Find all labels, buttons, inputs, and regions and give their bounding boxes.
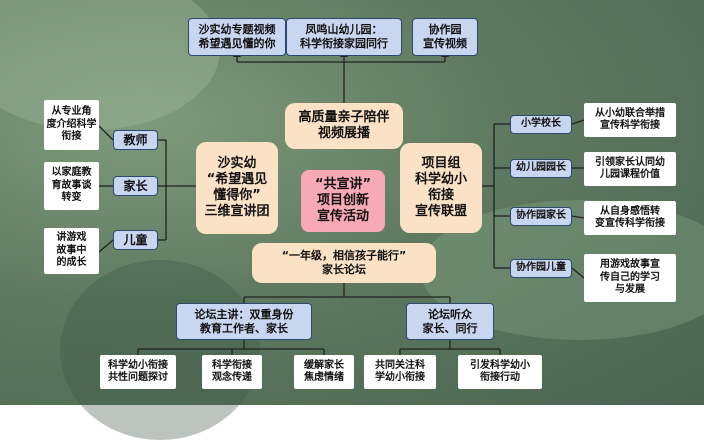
forum-audience-box: 论坛听众 家长、同行 <box>406 303 494 340</box>
note-teacher: 从专业角 度介绍科学 衔接 <box>44 100 99 150</box>
note-primary-principal: 从小幼联合举措 宣传科学衔接 <box>584 103 676 137</box>
outcome-common-issues: 科学幼小衔接 共性问题探讨 <box>100 355 176 389</box>
role-parent: 家长 <box>113 176 158 196</box>
note-kindergarten-director: 引领家长认同幼 儿园课程价值 <box>584 152 676 186</box>
role-child: 儿童 <box>113 230 158 250</box>
role-primary-principal: 小学校长 <box>510 115 572 134</box>
outcome-shared-attention: 共同关注科 学幼小衔接 <box>364 355 436 389</box>
role-partner-parent: 协作园家长 <box>510 207 572 226</box>
note-child: 讲游戏 故事中 的成长 <box>44 228 99 274</box>
video-box-shashiyou: 沙实幼专题视频 希望遇见懂的你 <box>188 18 286 56</box>
center-topic-box: “共宣讲” 项目创新 宣传活动 <box>301 170 385 232</box>
forum-box: “一年级，相信孩子能行” 家长论坛 <box>252 243 436 283</box>
note-partner-parent: 从自身感悟转 变宣传科学衔接 <box>584 201 676 235</box>
connector-lines <box>98 51 585 355</box>
forum-host-box: 论坛主讲：双重身份 教育工作者、家长 <box>176 303 312 340</box>
video-box-fengmingshan: 凤鸣山幼儿园： 科学衔接家园同行 <box>286 18 402 56</box>
note-parent: 以家庭教 育故事谈 转变 <box>44 162 99 210</box>
outcome-trigger-action: 引发科学幼小 衔接行动 <box>458 355 542 389</box>
right-alliance-box: 项目组 科学幼小 衔接 宣传联盟 <box>400 143 482 233</box>
outcome-relieve-anxiety: 缓解家长 焦虑情绪 <box>294 355 354 389</box>
left-team-box: 沙实幼 “希望遇见 懂得你” 三维宣讲团 <box>196 142 278 234</box>
role-teacher: 教师 <box>113 130 158 150</box>
role-partner-child: 协作园儿童 <box>510 259 572 278</box>
video-showcase-box: 高质量亲子陪伴 视频展播 <box>285 103 403 149</box>
outcome-concept-delivery: 科学衔接 观念传递 <box>202 355 262 389</box>
note-partner-child: 用游戏故事宣 传自己的学习 与发展 <box>584 254 676 302</box>
video-box-partner-garden: 协作园 宣传视频 <box>412 18 478 56</box>
role-kindergarten-director: 幼儿园园长 <box>510 159 572 178</box>
